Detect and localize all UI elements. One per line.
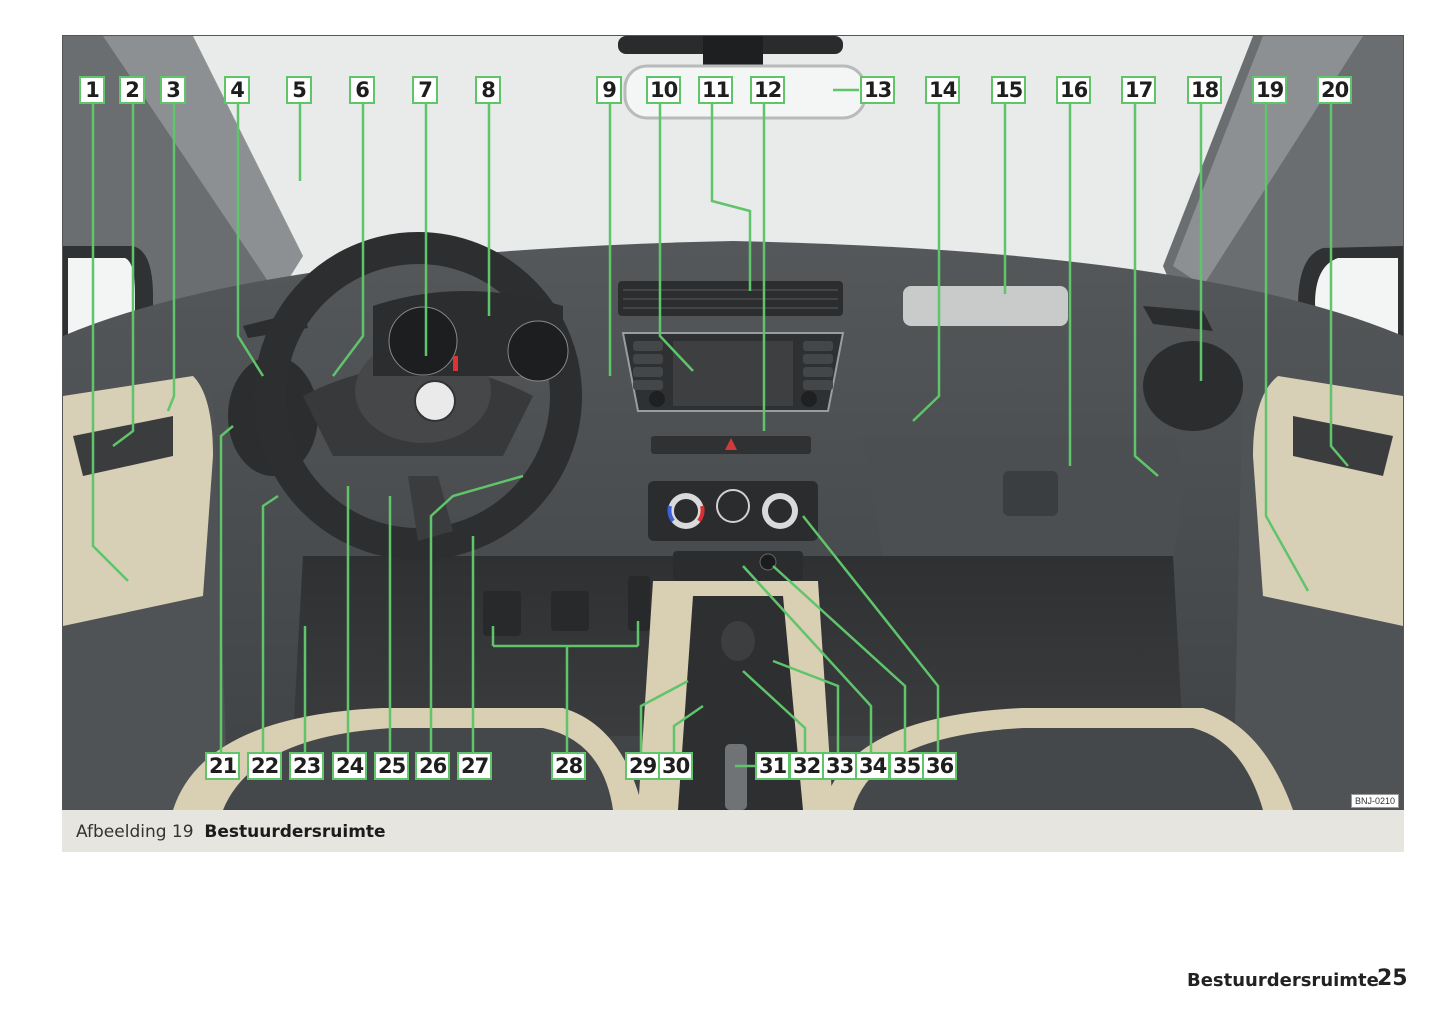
callout-label-12: 12 [750, 76, 786, 104]
callout-label-32: 32 [789, 752, 825, 780]
volume-knob [649, 391, 665, 407]
steering-wheel [254, 232, 582, 560]
callout-label-31: 31 [755, 752, 791, 780]
right-air-vent [1143, 341, 1243, 431]
caption-prefix: Afbeelding 19 [76, 822, 194, 842]
callout-label-36: 36 [922, 752, 958, 780]
brand-logo-icon [414, 380, 456, 422]
cold-indicator [667, 505, 675, 523]
gauge-red-zone [453, 356, 458, 371]
warm-indicator [697, 505, 705, 523]
callout-label-30: 30 [658, 752, 694, 780]
callout-label-10: 10 [646, 76, 682, 104]
page-number: 25 [1377, 966, 1408, 991]
caption-title: Bestuurdersruimte [204, 822, 386, 842]
callout-label-15: 15 [991, 76, 1027, 104]
right-door-panel [1253, 376, 1403, 626]
callout-label-18: 18 [1187, 76, 1223, 104]
callout-label-14: 14 [925, 76, 961, 104]
infotainment-buttons [633, 341, 833, 390]
hazard-warning-icon [725, 438, 737, 450]
callout-label-35: 35 [889, 752, 925, 780]
callout-label-4: 4 [224, 76, 250, 104]
handbrake-lever [725, 744, 747, 810]
passenger-seat-cushion [853, 728, 1263, 810]
callout-label-24: 24 [332, 752, 368, 780]
callout-label-26: 26 [415, 752, 451, 780]
callout-label-8: 8 [475, 76, 501, 104]
clutch-pedal [483, 591, 521, 636]
tune-knob [801, 391, 817, 407]
callout-label-6: 6 [349, 76, 375, 104]
callout-label-23: 23 [289, 752, 325, 780]
figure-caption: Afbeelding 19 Bestuurdersruimte [62, 810, 1404, 852]
callout-label-28: 28 [551, 752, 587, 780]
callout-label-7: 7 [412, 76, 438, 104]
passenger-airbag [903, 286, 1068, 326]
cockpit-illustration [63, 36, 1403, 810]
gear-knob [721, 621, 755, 661]
callout-label-27: 27 [457, 752, 493, 780]
callout-label-19: 19 [1252, 76, 1288, 104]
callout-label-3: 3 [160, 76, 186, 104]
callout-label-13: 13 [860, 76, 896, 104]
callout-label-33: 33 [822, 752, 858, 780]
glovebox-handle [1003, 471, 1058, 516]
mirror-stem [703, 36, 763, 66]
callout-label-20: 20 [1317, 76, 1353, 104]
accelerator-pedal [628, 576, 650, 631]
callout-label-9: 9 [596, 76, 622, 104]
right-defrost-vent [1143, 306, 1213, 331]
callout-label-22: 22 [247, 752, 283, 780]
infotainment-screen [673, 341, 793, 406]
callout-label-34: 34 [855, 752, 891, 780]
image-reference-code: BNJ-0210 [1350, 794, 1399, 808]
brake-pedal [551, 591, 589, 631]
callout-label-2: 2 [119, 76, 145, 104]
aux-usb-panel [673, 551, 803, 581]
left-door-panel [63, 376, 213, 626]
callout-label-16: 16 [1056, 76, 1092, 104]
footer-section-title: Bestuurdersruimte [1187, 970, 1379, 991]
callout-label-17: 17 [1121, 76, 1157, 104]
power-socket [759, 553, 777, 571]
callout-label-29: 29 [625, 752, 661, 780]
tachometer [507, 320, 569, 382]
callout-label-5: 5 [286, 76, 312, 104]
speedometer [388, 306, 458, 376]
callout-label-11: 11 [698, 76, 734, 104]
callout-label-25: 25 [374, 752, 410, 780]
fan-speed-knob [716, 489, 750, 523]
callout-label-1: 1 [79, 76, 105, 104]
callout-label-21: 21 [205, 752, 241, 780]
